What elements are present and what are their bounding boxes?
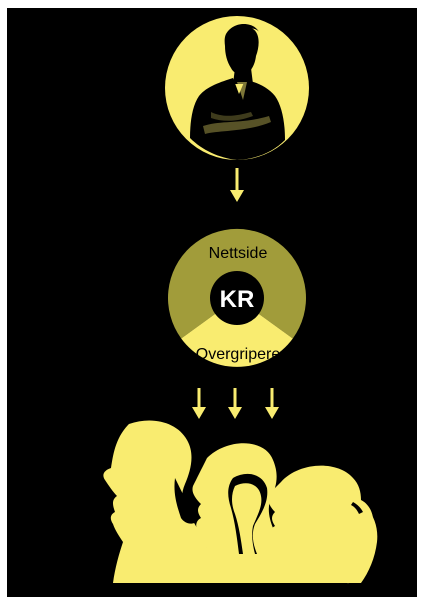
abusers-node: Overgripere — [181, 298, 293, 367]
center-label: KR — [220, 286, 255, 313]
center-circle — [210, 271, 264, 325]
website-label: Nettside — [209, 245, 268, 262]
center-node: KR — [210, 271, 264, 325]
man-profile-silhouette-icon — [192, 443, 291, 583]
diagram-canvas: Nettside Overgripere KR — [7, 8, 417, 597]
man-with-crossed-arms-silhouette-icon — [190, 23, 285, 160]
top-person-node — [165, 16, 309, 160]
arrow-down-middle — [228, 388, 242, 419]
bottom-people-group — [103, 420, 378, 584]
diagram-svg: Nettside Overgripere KR — [103, 16, 378, 584]
girl-ponytail-silhouette-icon — [268, 465, 378, 584]
arrow-down-left — [192, 388, 206, 419]
arrow-down-right — [265, 388, 279, 419]
abusers-sector — [181, 298, 293, 367]
arrow-down-1 — [230, 168, 244, 202]
woman-profile-silhouette-icon — [103, 420, 221, 583]
abusers-label: Overgripere — [196, 346, 281, 363]
